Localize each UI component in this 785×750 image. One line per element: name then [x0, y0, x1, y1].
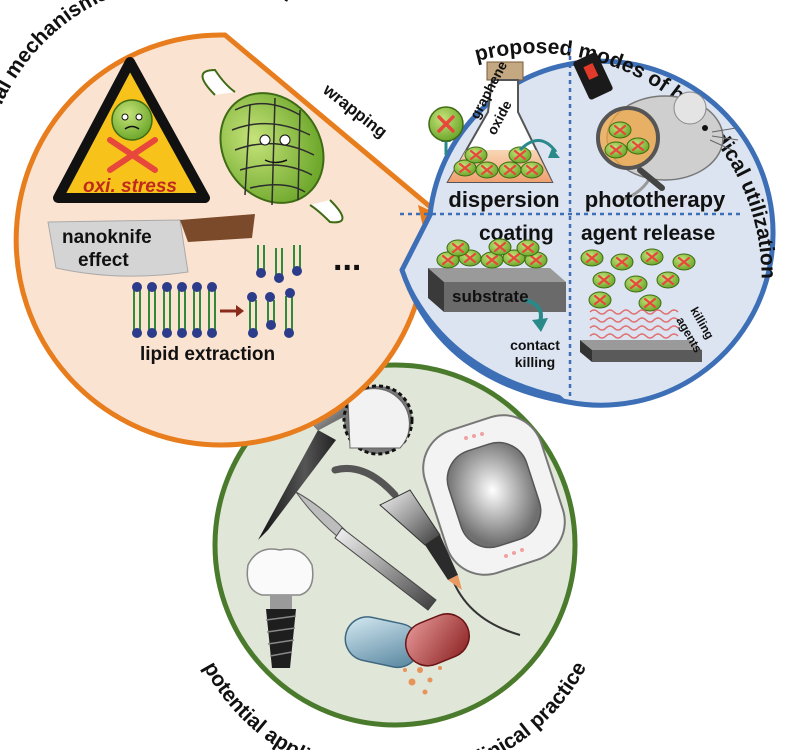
- capsule-icon: [344, 613, 470, 695]
- magnifier-icon: [596, 106, 665, 191]
- biomedical-utilization-panel: proposed modes of biomedical utilization…: [399, 35, 780, 408]
- warning-sign-icon: oxi. stress: [53, 57, 210, 203]
- lipid-extraction-label: lipid extraction: [140, 344, 275, 365]
- wound-dressing-icon: [422, 414, 566, 576]
- scalpel-icon: [295, 491, 437, 611]
- more-mechanisms-ellipsis: ...: [333, 240, 361, 278]
- dispersion-label: dispersion: [448, 187, 559, 212]
- knife-icon: [47, 214, 255, 277]
- clinical-applications-panel: potential applications in future clinica…: [199, 362, 591, 750]
- contact-label: contact: [510, 337, 560, 353]
- substrate-icon: [428, 237, 566, 332]
- catheter-icon: [331, 464, 521, 636]
- coating-label: coating: [479, 222, 554, 245]
- oxi-stress-label: oxi. stress: [83, 176, 177, 197]
- laser-icon: [573, 52, 613, 100]
- agent-release-icon: [579, 247, 702, 362]
- agent-release-label: agent release: [581, 222, 715, 245]
- nanoknife-label-1: nanoknife: [62, 227, 152, 248]
- contact-killing-label: killing: [515, 354, 555, 370]
- lipid-bilayer-icon: [132, 245, 302, 338]
- antimicrobial-mechanisms-panel: antimicrobial mechanisms of action invol…: [0, 0, 443, 448]
- substrate-label: substrate: [452, 287, 529, 306]
- flask-icon: [428, 61, 560, 183]
- dental-implant-icon: [246, 548, 314, 668]
- nanoknife-label-2: effect: [78, 250, 129, 271]
- phototherapy-label: phototherapy: [585, 187, 726, 212]
